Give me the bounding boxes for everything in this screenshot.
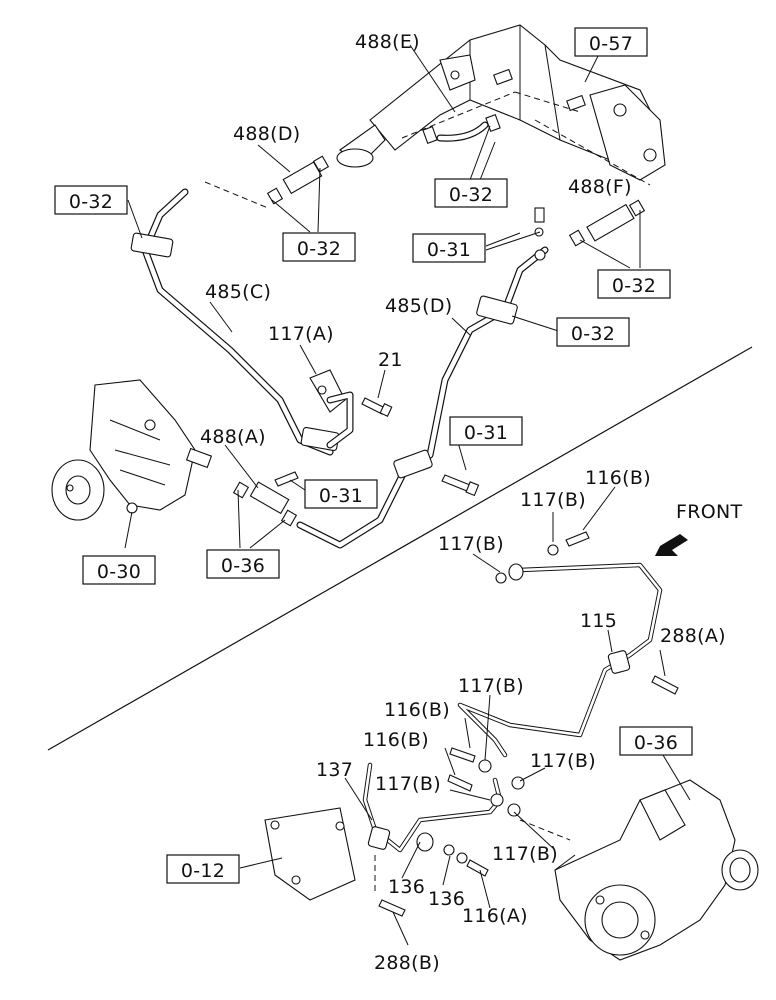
bolt-0-31-lower [441,474,480,497]
hose-488f [568,199,646,247]
label-288b: 288(B) [374,952,440,974]
water-pump [51,379,213,521]
bolts-lower [378,531,679,917]
ref-box-0-32-a[interactable]: 0-32 [54,185,128,215]
label-117a: 117(A) [268,323,334,345]
ref-0-32-c-text: 0-32 [297,238,341,260]
ref-0-36-a-text: 0-36 [221,555,265,577]
ref-box-0-36-a[interactable]: 0-36 [206,549,280,579]
ref-0-57-text: 0-57 [589,33,633,55]
label-117b-2: 117(B) [438,533,504,555]
ref-box-0-12[interactable]: 0-12 [166,854,240,884]
label-488e: 488(E) [355,31,420,53]
label-116b-2: 116(B) [384,699,450,721]
ref-0-12-text: 0-12 [181,860,225,882]
label-116b-1: 116(B) [585,467,651,489]
hose-488d [266,155,330,205]
label-117b-3: 117(B) [458,675,524,697]
label-116a: 116(A) [462,905,528,927]
ref-0-31-b-text: 0-31 [464,422,508,444]
label-21: 21 [378,349,403,371]
bolt-0-31-left [274,471,299,487]
ref-box-0-32-e[interactable]: 0-32 [556,317,630,347]
label-485c: 485(C) [205,281,271,303]
hose-488a [232,481,298,527]
label-288a: 288(A) [660,625,726,647]
ref-0-31-c-text: 0-31 [319,485,363,507]
ref-0-32-a-text: 0-32 [69,191,113,213]
hose-488e [422,114,501,144]
pipe-485c [130,188,340,456]
ref-box-0-30[interactable]: 0-30 [82,555,156,585]
pipe-115 [457,562,663,758]
label-488d: 488(D) [233,123,301,145]
label-front: FRONT [676,501,742,523]
washers-lower [443,544,559,864]
label-115: 115 [580,610,617,632]
ref-0-30-text: 0-30 [97,561,141,583]
egr-cooler-assembly [336,24,666,181]
label-136-a: 136 [388,876,425,898]
ref-box-0-36-b[interactable]: 0-36 [619,726,693,756]
section-divider [47,346,753,751]
bolt-21 [361,397,393,417]
part-labels: 488(E) 488(D) 488(F) 485(C) 485(D) 117(A… [200,31,742,974]
ref-box-0-57[interactable]: 0-57 [574,27,648,57]
turbocharger [554,779,759,961]
leader-lines [124,44,691,946]
pipe-485d [296,246,549,549]
ref-box-0-31-a[interactable]: 0-31 [412,233,486,263]
label-488a: 488(A) [200,426,266,448]
ref-box-0-31-c[interactable]: 0-31 [304,479,378,509]
label-485d: 485(D) [385,295,453,317]
ref-0-31-a-text: 0-31 [427,239,471,261]
ref-box-0-32-d[interactable]: 0-32 [597,269,671,299]
ref-box-0-32-c[interactable]: 0-32 [282,232,356,262]
label-136-b: 136 [428,888,465,910]
ref-0-32-e-text: 0-32 [571,323,615,345]
ref-0-32-b-text: 0-32 [449,184,493,206]
bracket-0-12 [264,807,356,901]
label-488f: 488(F) [568,176,632,198]
ref-box-0-31-b[interactable]: 0-31 [449,416,523,446]
label-116b-3: 116(B) [363,729,429,751]
ref-box-0-32-b[interactable]: 0-32 [434,178,508,208]
front-arrow [655,534,688,556]
label-117b-1: 117(B) [520,489,586,511]
label-137: 137 [316,759,353,781]
ref-0-32-d-text: 0-32 [612,275,656,297]
label-117b-4: 117(B) [530,750,596,772]
label-117b-6: 117(B) [492,843,558,865]
ref-0-36-b-text: 0-36 [634,732,678,754]
gasket-117a [309,369,354,449]
label-117b-5: 117(B) [375,773,441,795]
